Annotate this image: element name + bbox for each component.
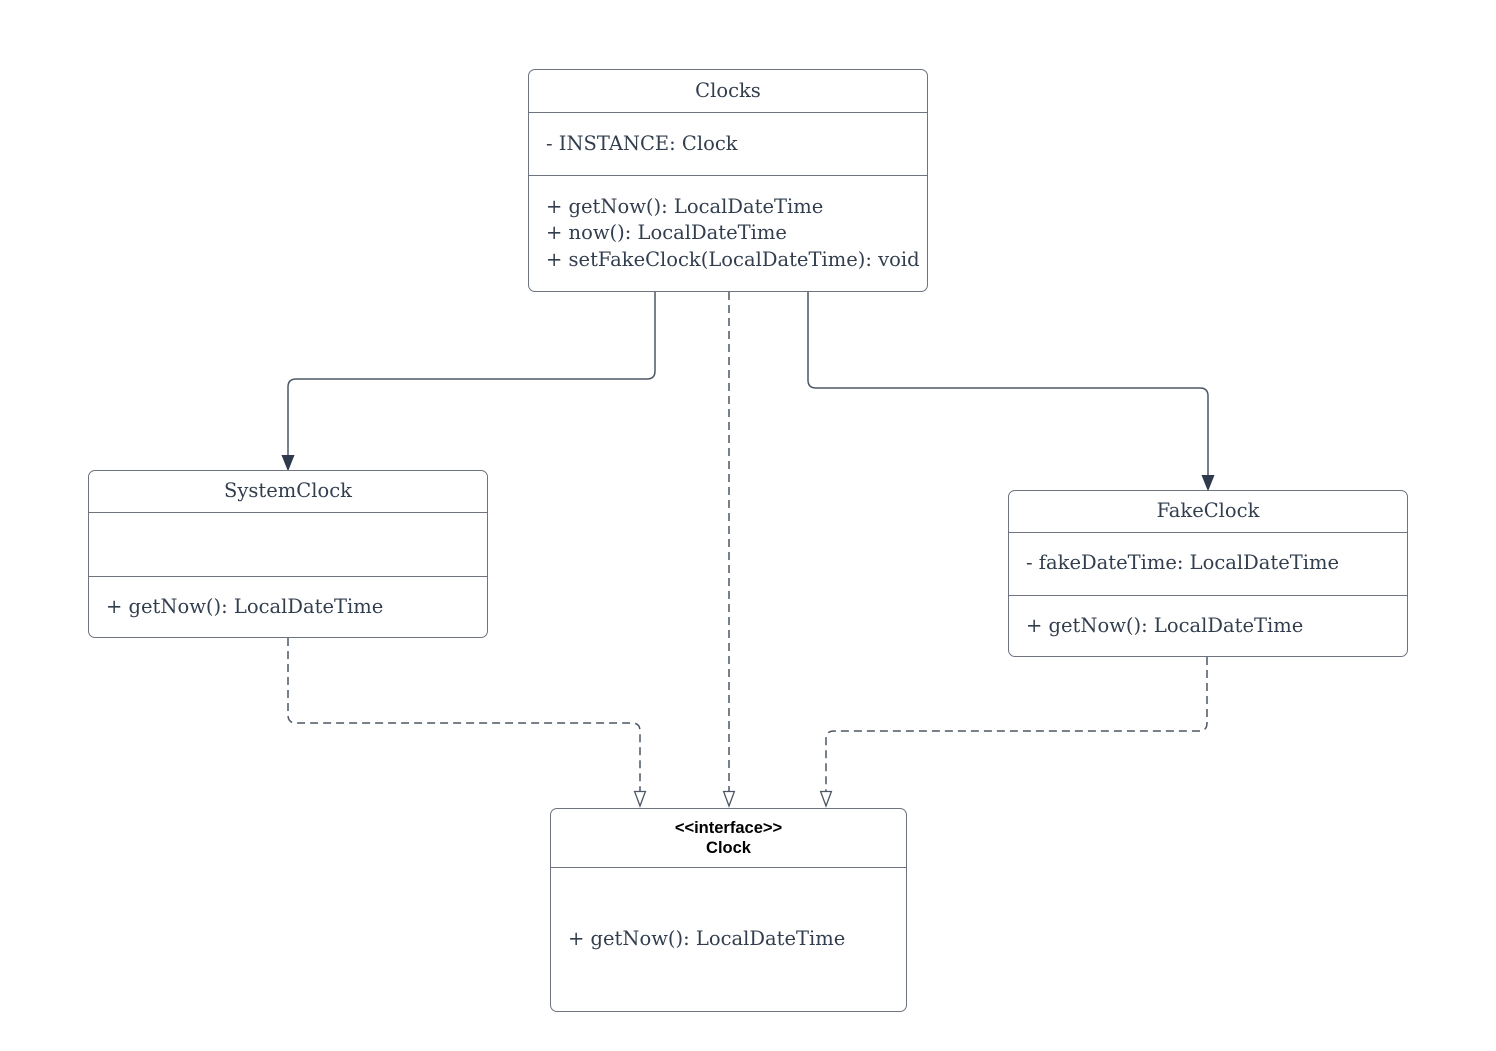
method-line: + getNow(): LocalDateTime — [568, 927, 846, 951]
interface-box-clock: <<interface>> Clock + getNow(): LocalDat… — [550, 808, 907, 1012]
class-box-clocks: Clocks - INSTANCE: Clock + getNow(): Loc… — [528, 69, 928, 292]
filled-arrowhead-fakeclock — [1201, 475, 1215, 492]
methods-section-clock-interface: + getNow(): LocalDateTime — [551, 867, 906, 1011]
class-box-systemclock: SystemClock + getNow(): LocalDateTime — [88, 470, 488, 638]
method-line: + getNow(): LocalDateTime — [1026, 613, 1304, 637]
hollow-arrowhead-fakeclock — [819, 790, 833, 808]
methods-section-systemclock: + getNow(): LocalDateTime — [89, 575, 487, 637]
realization-systemclock-to-clock — [287, 638, 641, 791]
association-clocks-to-systemclock — [287, 292, 656, 456]
realization-fakeclock-to-clock — [825, 657, 1208, 791]
attribute-line: - INSTANCE: Clock — [546, 131, 738, 155]
attribute-line: - fakeDateTime: LocalDateTime — [1026, 551, 1340, 575]
method-line: + getNow(): LocalDateTime — [106, 594, 384, 618]
methods-section-clocks: + getNow(): LocalDateTime + now(): Local… — [529, 175, 927, 291]
hollow-arrowhead-clocks — [722, 790, 736, 808]
association-clocks-to-fakeclock — [807, 292, 1209, 476]
attributes-section-systemclock — [89, 511, 487, 576]
class-title-clocks: Clocks — [695, 78, 761, 102]
class-box-fakeclock: FakeClock - fakeDateTime: LocalDateTime … — [1008, 490, 1408, 657]
method-line: + getNow(): LocalDateTime — [546, 194, 824, 218]
class-title-systemclock: SystemClock — [224, 479, 352, 503]
interface-name: Clock — [706, 839, 751, 858]
hollow-arrowhead-systemclock — [633, 790, 647, 808]
filled-arrowhead-systemclock — [281, 455, 295, 472]
methods-section-fakeclock: + getNow(): LocalDateTime — [1009, 594, 1407, 656]
method-line: + now(): LocalDateTime — [546, 221, 787, 245]
method-line: + setFakeClock(LocalDateTime): void — [546, 247, 920, 271]
attributes-section-fakeclock: - fakeDateTime: LocalDateTime — [1009, 531, 1407, 595]
interface-stereotype: <<interface>> — [674, 819, 783, 838]
attributes-section-clocks: - INSTANCE: Clock — [529, 111, 927, 175]
class-title-fakeclock: FakeClock — [1156, 499, 1260, 523]
interface-title-clock: <<interface>> Clock — [551, 809, 906, 867]
